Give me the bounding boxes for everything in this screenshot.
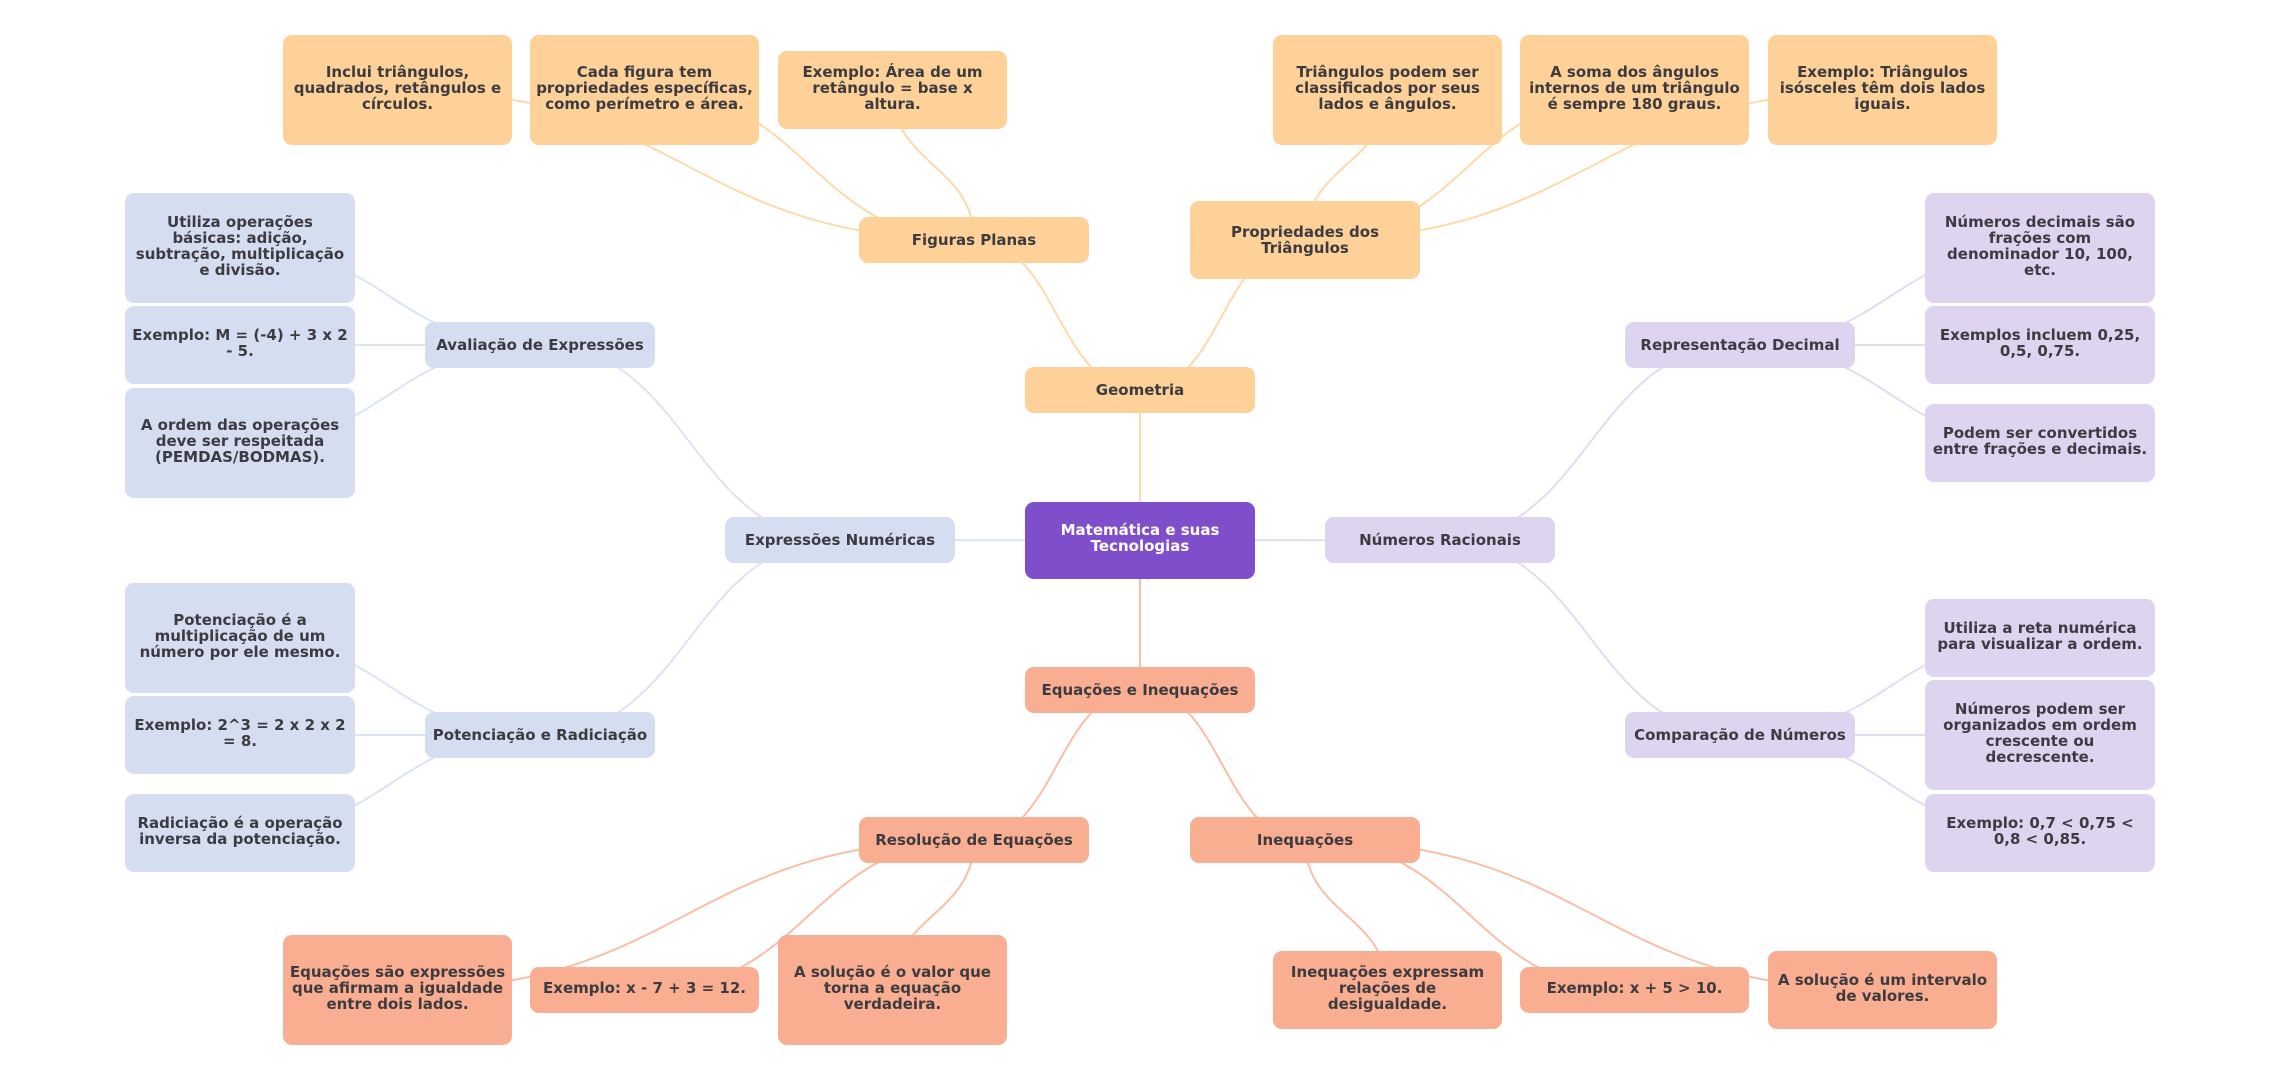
leaf-text: A solução é um intervalo de valores. (1777, 971, 1988, 1005)
leaf-text: Exemplo: Triângulos isósceles têm dois l… (1779, 63, 1986, 113)
root-node[interactable]: Matemática e suas Tecnologias (1025, 502, 1255, 579)
branch-numeros-racionais[interactable]: Números Racionais (1325, 517, 1555, 563)
edge-racionais-comparacao (1439, 539, 1741, 736)
topic-label: Potenciação e Radiciação (432, 726, 648, 744)
topic-label: Representação Decimal (1640, 336, 1840, 354)
leaf-text: Números podem ser organizados em ordem c… (1943, 700, 2137, 766)
leaf-node[interactable]: Potenciação é a multiplicação de um núme… (125, 583, 355, 693)
topic-label: Comparação de Números (1634, 726, 1846, 744)
leaf-text: Equações são expressões que afirmam a ig… (289, 963, 506, 1013)
leaf-text: Exemplo: M = (-4) + 3 x 2 - 5. (132, 326, 348, 360)
topic-label: Figuras Planas (911, 231, 1037, 249)
leaf-node[interactable]: Exemplo: x - 7 + 3 = 12. (530, 967, 759, 1013)
leaf-node[interactable]: A soma dos ângulos internos de um triâng… (1520, 35, 1749, 145)
leaf-text: Inequações expressam relações de desigua… (1290, 963, 1485, 1013)
leaf-text: A soma dos ângulos internos de um triâng… (1529, 63, 1740, 113)
topic-label: Inequações (1256, 831, 1354, 849)
leaf-text: Radiciação é a operação inversa da poten… (137, 814, 343, 848)
branch-equacoes-inequacoes[interactable]: Equações e Inequações (1025, 667, 1255, 713)
leaf-node[interactable]: Radiciação é a operação inversa da poten… (125, 794, 355, 872)
branch-label: Expressões Numéricas (744, 531, 936, 549)
leaf-node[interactable]: Exemplo: Área de um retângulo = base x a… (778, 51, 1007, 129)
leaf-node[interactable]: Inequações expressam relações de desigua… (1273, 951, 1502, 1029)
leaf-text: Exemplo: 0,7 < 0,75 < 0,8 < 0,85. (1946, 814, 2134, 848)
leaf-node[interactable]: Exemplo: Triângulos isósceles têm dois l… (1768, 35, 1997, 145)
leaf-node[interactable]: A ordem das operações deve ser respeitad… (125, 388, 355, 498)
leaf-node[interactable]: Triângulos podem ser classificados por s… (1273, 35, 1502, 145)
topic-avaliacao-expressoes[interactable]: Avaliação de Expressões (425, 322, 655, 368)
branch-label: Equações e Inequações (1041, 681, 1239, 699)
leaf-node[interactable]: Podem ser convertidos entre frações e de… (1925, 404, 2155, 482)
leaf-node[interactable]: Exemplo: 0,7 < 0,75 < 0,8 < 0,85. (1925, 794, 2155, 872)
leaf-text: Triângulos podem ser classificados por s… (1295, 63, 1480, 113)
leaf-text: Exemplo: x + 5 > 10. (1546, 979, 1723, 997)
topic-figuras-planas[interactable]: Figuras Planas (859, 217, 1089, 263)
leaf-text: Inclui triângulos, quadrados, retângulos… (293, 63, 502, 113)
topic-propriedades-triangulos[interactable]: Propriedades dos Triângulos (1190, 201, 1420, 279)
leaf-text: Potenciação é a multiplicação de um núme… (139, 611, 341, 661)
leaf-node[interactable]: Números podem ser organizados em ordem c… (1925, 680, 2155, 790)
leaf-text: Exemplo: x - 7 + 3 = 12. (543, 979, 746, 997)
edge-racionais-decimal (1439, 344, 1741, 541)
leaf-node[interactable]: Utiliza operações básicas: adição, subtr… (125, 193, 355, 303)
topic-label: Avaliação de Expressões (436, 336, 644, 354)
leaf-text: Exemplo: Área de um retângulo = base x a… (802, 63, 983, 113)
edge-expressoes-potenciacao (539, 539, 841, 736)
leaf-node[interactable]: Exemplo: M = (-4) + 3 x 2 - 5. (125, 306, 355, 384)
topic-potenciacao-radiciacao[interactable]: Potenciação e Radiciação (425, 712, 655, 758)
root-label: Matemática e suas Tecnologias (1060, 520, 1220, 555)
branch-label: Geometria (1095, 381, 1185, 399)
leaf-text: A ordem das operações deve ser respeitad… (140, 416, 340, 466)
branch-expressoes-numericas[interactable]: Expressões Numéricas (725, 517, 955, 563)
edge-expressoes-avaliacao (539, 344, 841, 541)
leaf-node[interactable]: A solução é o valor que torna a equação … (778, 935, 1007, 1045)
leaf-text: Exemplo: 2^3 = 2 x 2 x 2 = 8. (134, 716, 346, 750)
leaf-node[interactable]: Números decimais são frações com denomin… (1925, 193, 2155, 303)
leaf-text: Podem ser convertidos entre frações e de… (1932, 424, 2148, 458)
leaf-node[interactable]: Equações são expressões que afirmam a ig… (283, 935, 512, 1045)
leaf-text: Cada figura tem propriedades específicas… (536, 63, 753, 113)
branch-label: Números Racionais (1359, 531, 1521, 549)
leaf-node[interactable]: Exemplo: 2^3 = 2 x 2 x 2 = 8. (125, 696, 355, 774)
topic-label: Resolução de Equações (875, 831, 1073, 849)
leaf-node[interactable]: A solução é um intervalo de valores. (1768, 951, 1997, 1029)
leaf-text: A solução é o valor que torna a equação … (794, 963, 991, 1013)
topic-inequacoes[interactable]: Inequações (1190, 817, 1420, 863)
topic-label: Propriedades dos Triângulos (1230, 223, 1380, 257)
branch-geometria[interactable]: Geometria (1025, 367, 1255, 413)
leaf-node[interactable]: Exemplo: x + 5 > 10. (1520, 967, 1749, 1013)
topic-representacao-decimal[interactable]: Representação Decimal (1625, 322, 1855, 368)
leaf-text: Exemplos incluem 0,25, 0,5, 0,75. (1939, 326, 2141, 360)
leaf-node[interactable]: Utiliza a reta numérica para visualizar … (1925, 599, 2155, 677)
leaf-node[interactable]: Cada figura tem propriedades específicas… (530, 35, 759, 145)
leaf-text: Utiliza operações básicas: adição, subtr… (135, 213, 345, 279)
leaf-text: Utiliza a reta numérica para visualizar … (1937, 619, 2143, 653)
topic-resolucao-equacoes[interactable]: Resolução de Equações (859, 817, 1089, 863)
topic-comparacao-numeros[interactable]: Comparação de Números (1625, 712, 1855, 758)
leaf-text: Números decimais são frações com denomin… (1944, 213, 2136, 279)
leaf-node[interactable]: Exemplos incluem 0,25, 0,5, 0,75. (1925, 306, 2155, 384)
leaf-node[interactable]: Inclui triângulos, quadrados, retângulos… (283, 35, 512, 145)
